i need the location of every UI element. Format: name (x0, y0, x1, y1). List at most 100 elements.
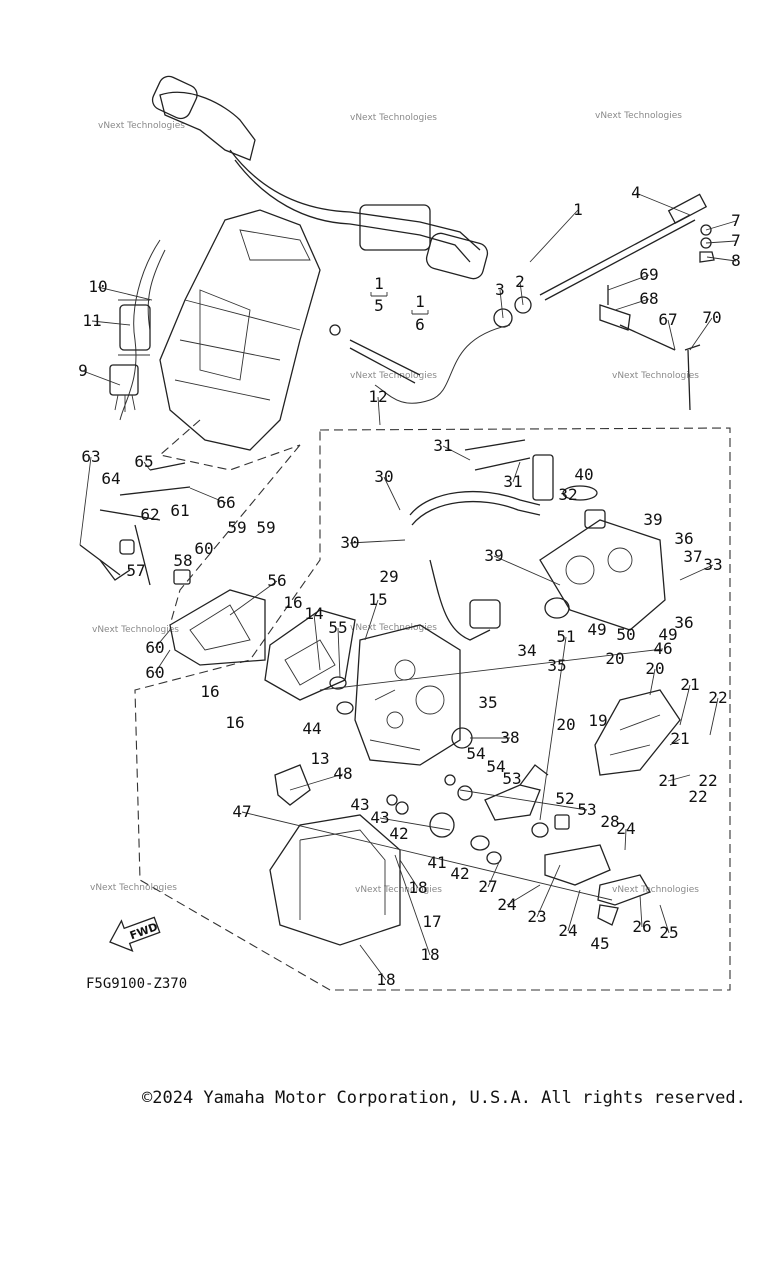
leader-line (442, 445, 471, 461)
callout-number: 56 (267, 571, 286, 590)
leader-line (519, 281, 524, 306)
callout-number: 20 (645, 659, 664, 678)
leader-line (639, 894, 643, 928)
callout-number: 31 (433, 436, 452, 455)
leader-line (536, 864, 561, 918)
callout-number: 47 (232, 802, 251, 821)
leader-line (313, 613, 321, 671)
callout-number: 69 (639, 265, 658, 284)
lower-parts (269, 764, 651, 946)
callout-number: 55 (328, 618, 347, 637)
callout-number: 16 (225, 713, 244, 732)
callout-number: 39 (484, 546, 503, 565)
leader-line (506, 884, 541, 906)
watermark-text: vNext Technologies (612, 885, 699, 895)
gear-train (386, 727, 570, 865)
callout-number: 57 (126, 561, 145, 580)
leader-line (679, 564, 714, 581)
callout-number: 35 (478, 693, 497, 712)
callout-number: 43 (370, 808, 389, 827)
leader-line (614, 298, 650, 311)
leader-line (567, 889, 581, 932)
leader-line (97, 286, 153, 301)
leader-line (705, 240, 737, 244)
leader-line (512, 461, 521, 483)
leader-line (659, 904, 670, 934)
callout-number: 60 (194, 539, 213, 558)
left-parts (79, 299, 191, 586)
callout-number: 59 (256, 518, 275, 537)
callout-number: 66 (216, 493, 235, 512)
callout-number: 36 (674, 613, 693, 632)
callout-number: 44 (302, 719, 321, 738)
callout-number: 19 (588, 711, 607, 730)
leader-line (679, 684, 691, 726)
watermarks: vNext Technologies vNext Technologies vNex… (90, 111, 699, 895)
watermark-text: vNext Technologies (350, 371, 437, 381)
callout-number: 62 (140, 505, 159, 524)
callout-number: 40 (574, 465, 593, 484)
leader-line (91, 320, 131, 326)
callout-number: 20 (605, 649, 624, 668)
leader-line (635, 192, 691, 216)
watermark-text: vNext Technologies (595, 111, 682, 121)
callout-number: 27 (478, 877, 497, 896)
callout-number: 42 (389, 824, 408, 843)
callout-number: 63 (81, 447, 100, 466)
callout-number: 60 (145, 663, 164, 682)
callout-bracket (370, 292, 388, 297)
figure-code: F5G9100-Z370 (86, 976, 188, 992)
callout-number: 35 (547, 656, 566, 675)
wire-harness (409, 439, 598, 641)
callout-number: 43 (350, 795, 369, 814)
callout-number: 15 (368, 590, 387, 609)
callout-number: 49 (658, 625, 677, 644)
callout-number: 30 (340, 533, 359, 552)
callout-number: 9 (78, 361, 88, 380)
callout-number: 18 (376, 970, 395, 989)
leader-line (229, 580, 278, 616)
callout-number: 20 (556, 715, 575, 734)
callout-labels: 1112345677891011121314151616161718181819… (78, 183, 741, 989)
leader-line (143, 461, 151, 471)
callout-number: 51 (556, 627, 575, 646)
clip-parts (599, 285, 701, 411)
callout-number: 52 (555, 789, 574, 808)
parts-diagram: vNext Technologies vNext Technologies vNex… (78, 75, 741, 991)
callout-number: 11 (82, 311, 101, 330)
callout-number: 22 (698, 771, 717, 790)
leader-line (667, 319, 676, 351)
bracket-assembly (594, 689, 681, 776)
leader-line (82, 370, 121, 386)
callout-number: 1 (415, 292, 425, 311)
callout-number: 54 (466, 744, 485, 763)
callout-number: 70 (702, 308, 721, 327)
leader-line (364, 599, 379, 641)
callout-number: 22 (708, 688, 727, 707)
callout-number: 1 (374, 274, 384, 293)
leader-line (241, 811, 613, 901)
callout-number: 24 (616, 819, 635, 838)
leader-line (706, 256, 737, 262)
callout-number: 58 (173, 551, 192, 570)
callout-number: 64 (101, 469, 120, 488)
main-housing (169, 589, 461, 766)
leader-line (689, 317, 713, 351)
fwd-arrow: FWD (109, 916, 161, 953)
watermark-text: vNext Technologies (92, 625, 179, 635)
callout-number: 21 (680, 675, 699, 694)
assembly-boundary (134, 427, 731, 991)
callout-number: 48 (333, 764, 352, 783)
callout-number: 45 (590, 934, 609, 953)
callout-number: 8 (731, 251, 741, 270)
callout-number: 39 (643, 510, 662, 529)
motor-assembly (539, 509, 666, 631)
leader-line (319, 648, 664, 691)
callout-number: 16 (200, 682, 219, 701)
leader-line (337, 627, 341, 679)
leader-line (154, 629, 171, 649)
leader-line (493, 555, 561, 586)
callout-number: 3 (495, 280, 505, 299)
leader-line (359, 944, 387, 981)
callout-number: 61 (170, 501, 189, 520)
